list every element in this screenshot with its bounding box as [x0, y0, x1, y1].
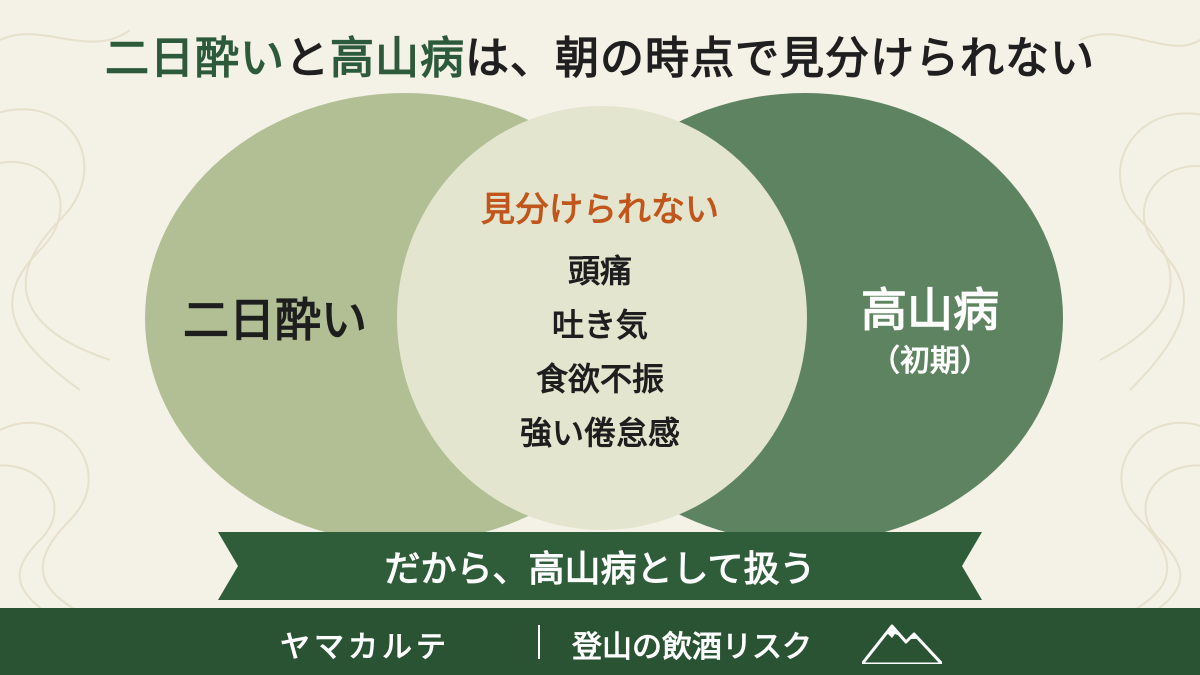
title-altitude-sickness: 高山病 [330, 33, 465, 84]
mountain-icon [862, 624, 942, 664]
footer-divider [538, 625, 540, 659]
conclusion-text: だから、高山病として扱う [384, 549, 816, 590]
symptom-item: 頭痛 [567, 252, 632, 290]
footer-bar: ヤマカルテ 登山の飲酒リスク [0, 608, 1200, 675]
footer-brand: ヤマカルテ [280, 630, 450, 665]
venn-overlap-circle [397, 106, 807, 530]
page-title: 二日酔いと高山病は、朝の時点で見分けられない [0, 22, 1200, 86]
title-and: と [285, 33, 330, 84]
title-rest: は、朝の時点で見分けられない [465, 33, 1095, 84]
symptom-item: 吐き気 [551, 306, 648, 344]
symptom-list: 頭痛 吐き気 食欲不振 強い倦怠感 [440, 244, 760, 460]
symptom-item: 食欲不振 [535, 360, 664, 398]
venn-left-label: 二日酔い [183, 293, 367, 347]
venn-overlap-heading: 見分けられない [481, 190, 719, 230]
footer-topic: 登山の飲酒リスク [572, 630, 812, 665]
symptom-item: 強い倦怠感 [519, 414, 680, 452]
venn-right-label: 高山病 [861, 283, 999, 337]
venn-right-sublabel: （初期） [870, 344, 990, 379]
title-hangover: 二日酔い [105, 33, 285, 84]
